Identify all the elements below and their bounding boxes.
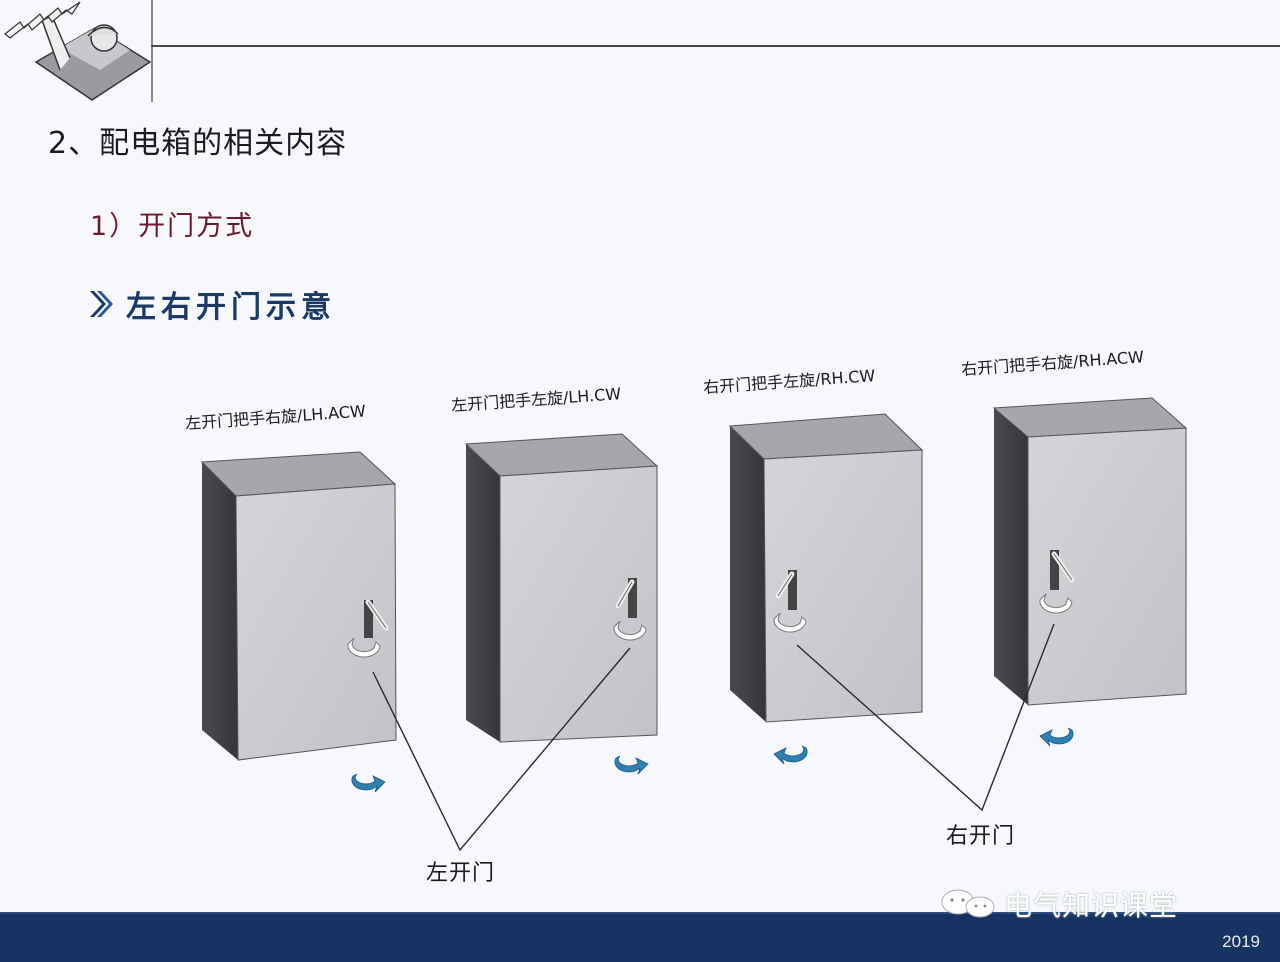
wechat-icon: [941, 889, 995, 918]
cabinet-2: [464, 433, 659, 775]
page-title: 2、配电箱的相关内容: [48, 126, 348, 161]
callout-lines: [372, 623, 1055, 852]
section-heading: 左右开门示意: [88, 282, 336, 326]
subsection-title: 1）开门方式: [90, 211, 255, 242]
watermark: 电气知识课堂: [940, 884, 1178, 924]
cabinet-4: [992, 397, 1188, 747]
double-chevron-right-icon: [90, 291, 113, 317]
cabinet-1: [200, 451, 397, 793]
header-divider: [151, 45, 1280, 47]
cabinet-3: [728, 413, 924, 765]
callout-right-door: 右开门: [946, 824, 1016, 849]
callout-left-door: 左开门: [426, 861, 496, 886]
electrician-with-lightning-icon: [4, 1, 151, 101]
section-heading-label: 左右开门示意: [126, 290, 336, 325]
footer-year: 2019: [1222, 932, 1260, 951]
watermark-text: 电气知识课堂: [1004, 889, 1179, 922]
header-logo: [0, 0, 153, 102]
footer-bar: 2019: [0, 912, 1280, 962]
